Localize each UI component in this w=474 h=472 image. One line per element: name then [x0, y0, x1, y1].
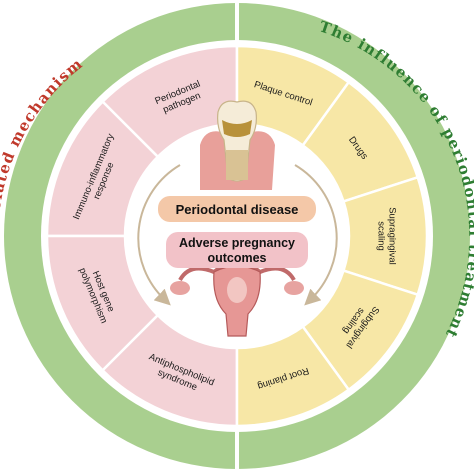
pregnancy-outcomes-box	[166, 232, 308, 268]
pregnancy-outcomes-label-line2: outcomes	[207, 251, 266, 265]
treatment-segment-5	[235, 324, 351, 428]
periodontal-disease-label: Periodontal disease	[176, 202, 299, 217]
mechanism-segment-4	[100, 313, 239, 428]
right-circular-arrow	[294, 164, 338, 306]
mechanism-segment-2	[45, 99, 160, 238]
mechanism-segment-3	[45, 234, 160, 373]
periodontal-disease-box	[158, 196, 316, 222]
segment-ring: PeriodontalpathogenImmuno-inflammatoryre…	[45, 44, 429, 428]
treatment-label-3-line-2: scaling	[376, 221, 387, 251]
pregnancy-outcomes-label-line1: Adverse pregnancy	[179, 236, 295, 250]
treatment-label-3-line-1: Supragingival	[387, 207, 398, 265]
left-circular-arrow	[137, 164, 181, 306]
tooth-illustration	[200, 100, 275, 190]
uterus-illustration	[170, 259, 304, 337]
treatment-label-3: Supragingivalscaling	[376, 207, 398, 265]
